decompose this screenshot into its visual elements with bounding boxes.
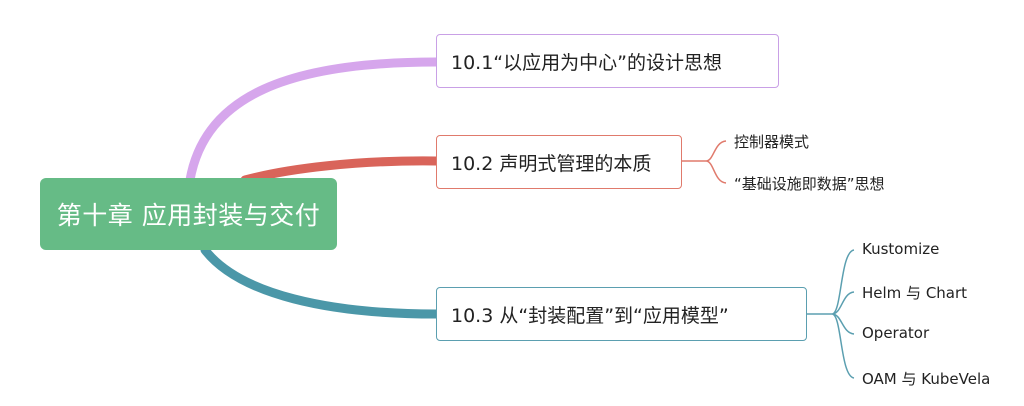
root-topic-label: 第十章 应用封装与交付 [56,201,321,230]
leaf-oam-kubevela[interactable]: OAM 与 KubeVela [862,368,990,389]
branch-topic-10-3[interactable]: 10.3 从“封装配置”到“应用模型” [436,287,807,341]
leaf-kustomize[interactable]: Kustomize [862,240,939,258]
leaf-operator[interactable]: Operator [862,324,929,342]
connector-branch-3 [200,245,441,319]
leaf-label: 控制器模式 [734,133,810,151]
leaf-label: “基础设施即数据”思想 [734,175,885,193]
leaf-bracket-branch-3 [807,249,855,379]
branch-topic-label: 10.1“以应用为中心”的设计思想 [451,51,722,74]
leaf-label: Kustomize [862,240,940,258]
leaf-label: OAM 与 KubeVela [862,370,991,388]
branch-topic-10-2[interactable]: 10.2 声明式管理的本质 [436,135,682,189]
leaf-bracket-branch-2 [682,140,727,184]
branch-topic-label: 10.2 声明式管理的本质 [451,152,652,175]
branch-topic-10-1[interactable]: 10.1“以应用为中心”的设计思想 [436,34,779,88]
leaf-controller-pattern[interactable]: 控制器模式 [734,131,809,152]
connector-branch-1 [185,57,441,185]
root-topic[interactable]: 第十章 应用封装与交付 [40,178,337,250]
leaf-label: Helm 与 Chart [862,284,968,302]
leaf-infrastructure-as-data[interactable]: “基础设施即数据”思想 [734,173,885,194]
branch-topic-label: 10.3 从“封装配置”到“应用模型” [451,304,729,327]
connector-branch-2 [240,156,441,185]
leaf-helm-chart[interactable]: Helm 与 Chart [862,282,967,303]
leaf-label: Operator [862,324,930,342]
